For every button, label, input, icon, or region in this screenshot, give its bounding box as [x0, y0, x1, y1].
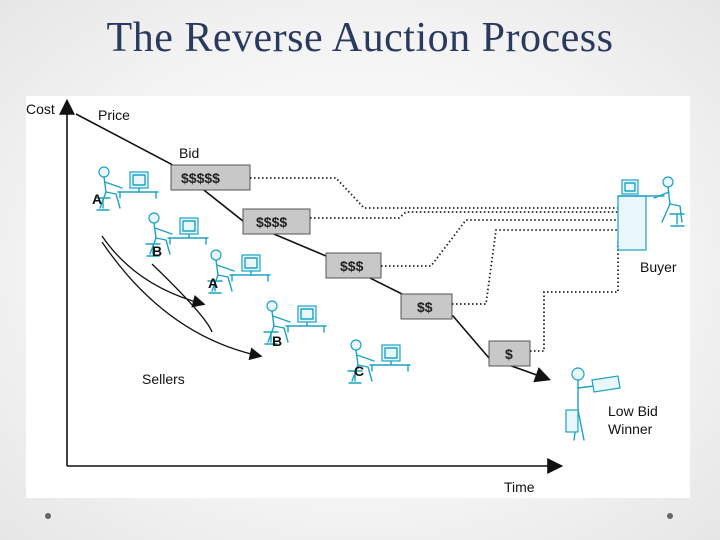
bid-route-4 — [452, 229, 618, 305]
seller-arrow-1 — [101, 235, 206, 308]
seller-b-2-label: B — [272, 333, 282, 349]
winner-figure — [565, 367, 621, 441]
winner-label-line-2: Winner — [608, 421, 653, 437]
seller-arrow-2 — [101, 241, 263, 361]
svg-text:$$$$: $$$$ — [256, 214, 287, 230]
svg-text:$: $ — [505, 346, 513, 362]
bid-box-2: $$$$ — [242, 208, 311, 235]
buyer-label: Buyer — [640, 259, 677, 275]
bid-box-1: $$$$$ — [170, 164, 251, 191]
y-axis-label: Cost — [26, 101, 55, 117]
reverse-auction-diagram: Cost Time Price Bid $$$$$ $$$$ $$$ $$ $ … — [26, 96, 690, 498]
sellers-label: Sellers — [142, 371, 185, 387]
bid-box-3: $$$ — [325, 252, 382, 279]
slide-nav-dot-left — [45, 513, 51, 519]
slide-title: The Reverse Auction Process — [106, 15, 614, 61]
price-label: Price — [98, 107, 130, 123]
price-line — [75, 113, 552, 383]
x-axis-label: Time — [504, 479, 535, 495]
svg-text:$$: $$ — [417, 299, 433, 315]
diagram-canvas: Cost Time Price Bid $$$$$ $$$$ $$$ $$ $ … — [26, 98, 685, 495]
bid-box-4: $$ — [400, 293, 453, 320]
seller-b-1-label: B — [152, 243, 162, 259]
bid-route-1 — [250, 177, 618, 209]
bid-label: Bid — [179, 145, 199, 161]
winner-label-line-1: Low Bid — [608, 403, 658, 419]
seller-a-2-label: A — [208, 275, 218, 291]
svg-text:$$$$$: $$$$$ — [181, 170, 220, 186]
seller-c-label: C — [354, 363, 364, 379]
bid-route-3 — [381, 219, 618, 267]
svg-text:$$$: $$$ — [340, 258, 364, 274]
bid-route-2 — [310, 211, 618, 219]
seller-a-1-label: A — [92, 191, 102, 207]
slide-nav-dot-right — [667, 513, 673, 519]
seller-arrow-3 — [151, 263, 213, 333]
buyer-figure — [617, 176, 685, 251]
bid-box-5: $ — [488, 340, 531, 367]
bid-route-5 — [530, 242, 619, 352]
seller-a-1-figure — [95, 166, 159, 211]
